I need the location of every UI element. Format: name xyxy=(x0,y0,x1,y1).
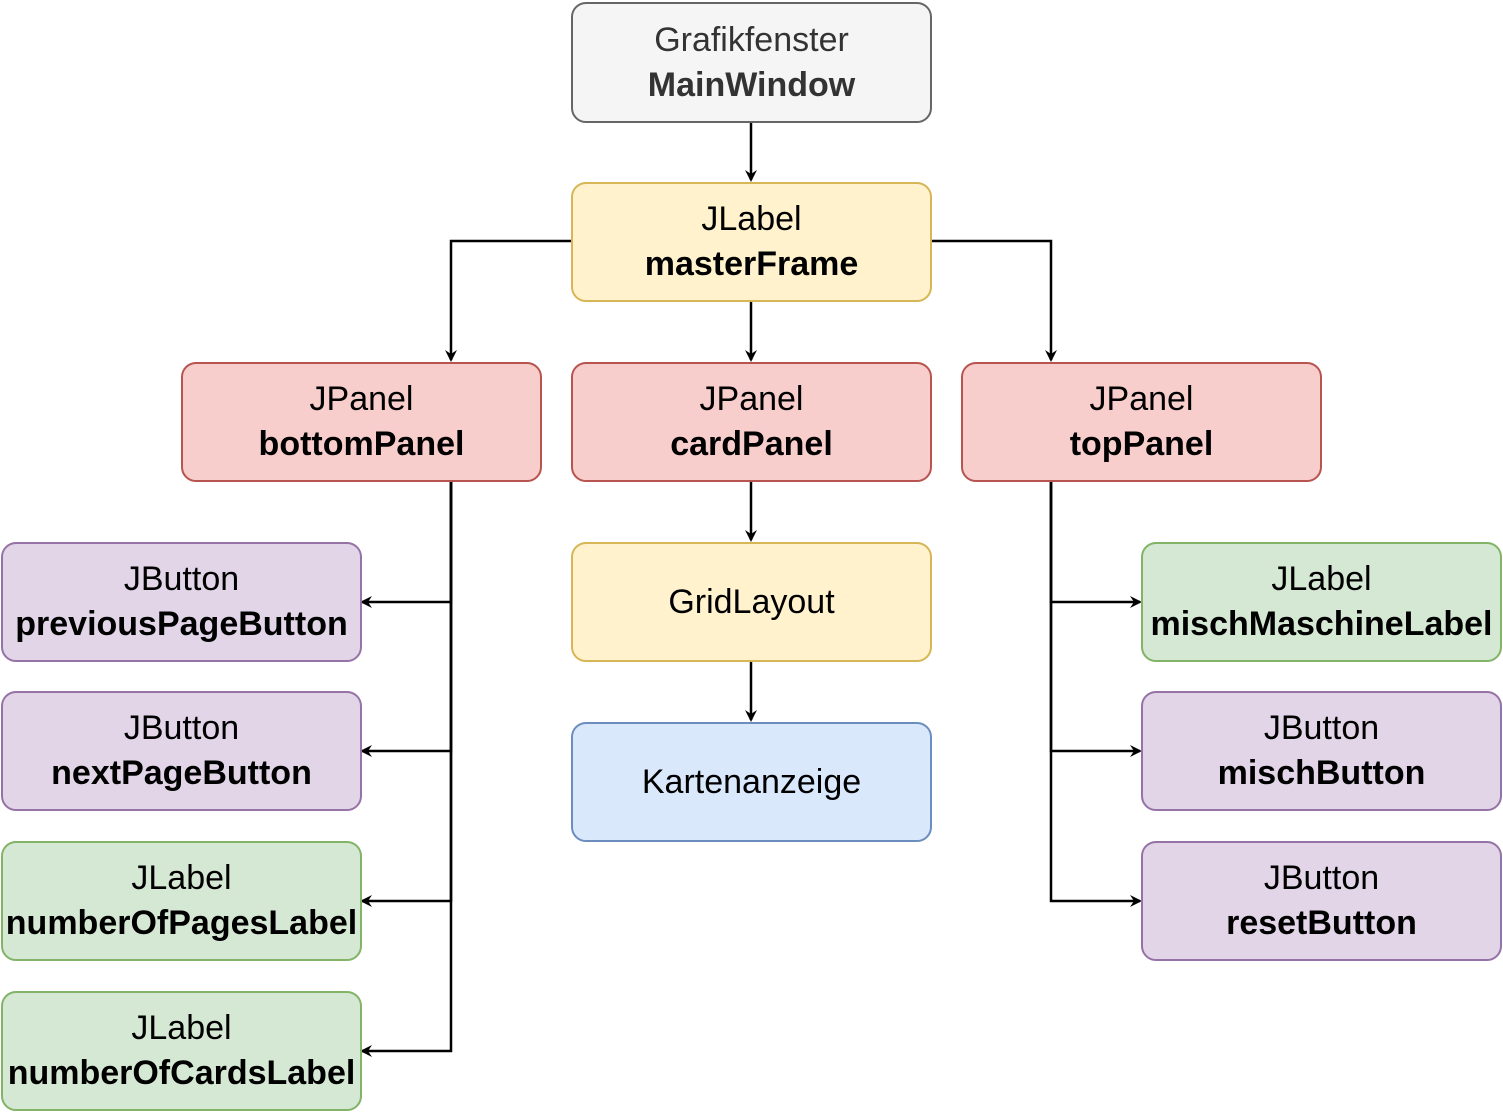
node-type: JLabel xyxy=(131,859,232,897)
edge-toppanel-mischbutton xyxy=(1049,482,1142,757)
node-name: bottomPanel xyxy=(258,425,465,463)
node-type: JLabel xyxy=(701,200,802,238)
node-name: resetButton xyxy=(1226,904,1417,942)
edge-toppanel-mischmaschinelabel xyxy=(1049,482,1142,608)
node-type: JButton xyxy=(1263,859,1380,897)
node-previouspagebutton: JButton previousPageButton xyxy=(1,542,362,662)
node-type: Grafikfenster xyxy=(654,20,849,59)
node-type: JButton xyxy=(1263,709,1380,747)
edge-masterframe-toppanel xyxy=(931,239,1057,362)
node-name: topPanel xyxy=(1069,425,1214,463)
node-name: numberOfPagesLabel xyxy=(5,904,358,942)
node-name: previousPageButton xyxy=(15,605,348,643)
node-name: numberOfCardsLabel xyxy=(7,1054,356,1092)
node-label: Kartenanzeige xyxy=(641,762,862,801)
node-mischbutton: JButton mischButton xyxy=(1141,691,1502,811)
edge-masterframe-bottompanel xyxy=(445,239,571,362)
edge-bottompanel-nextpagebutton xyxy=(360,482,453,757)
node-name: mischMaschineLabel xyxy=(1150,605,1493,643)
node-name: masterFrame xyxy=(644,245,859,283)
node-name: mischButton xyxy=(1217,754,1426,792)
node-numberofpageslabel: JLabel numberOfPagesLabel xyxy=(1,841,362,961)
node-numberofcardslabel: JLabel numberOfCardsLabel xyxy=(1,991,362,1111)
node-type: JPanel xyxy=(309,380,414,418)
node-type: JPanel xyxy=(1089,380,1194,418)
node-gridlayout: GridLayout xyxy=(571,542,932,662)
node-bottompanel: JPanel bottomPanel xyxy=(181,362,542,482)
node-mainwindow: Grafikfenster MainWindow xyxy=(571,2,932,123)
node-name: MainWindow xyxy=(647,65,856,104)
node-nextpagebutton: JButton nextPageButton xyxy=(1,691,362,811)
edge-bottompanel-numberofcardslabel xyxy=(360,482,453,1057)
node-mischmaschinelabel: JLabel mischMaschineLabel xyxy=(1141,542,1502,662)
node-type: JLabel xyxy=(1271,560,1372,598)
node-kartenanzeige: Kartenanzeige xyxy=(571,722,932,842)
node-type: JLabel xyxy=(131,1009,232,1047)
node-type: JPanel xyxy=(699,380,804,418)
node-name: cardPanel xyxy=(670,425,833,463)
edge-toppanel-resetbutton xyxy=(1049,482,1142,907)
node-type: JButton xyxy=(123,560,240,598)
edge-bottompanel-numberofpageslabel xyxy=(360,482,453,907)
edge-bottompanel-previouspagebutton xyxy=(360,482,453,608)
node-name: nextPageButton xyxy=(51,754,312,792)
node-label: GridLayout xyxy=(668,582,835,621)
node-cardpanel: JPanel cardPanel xyxy=(571,362,932,482)
node-masterframe: JLabel masterFrame xyxy=(571,182,932,302)
node-toppanel: JPanel topPanel xyxy=(961,362,1322,482)
node-resetbutton: JButton resetButton xyxy=(1141,841,1502,961)
node-type: JButton xyxy=(123,709,240,747)
